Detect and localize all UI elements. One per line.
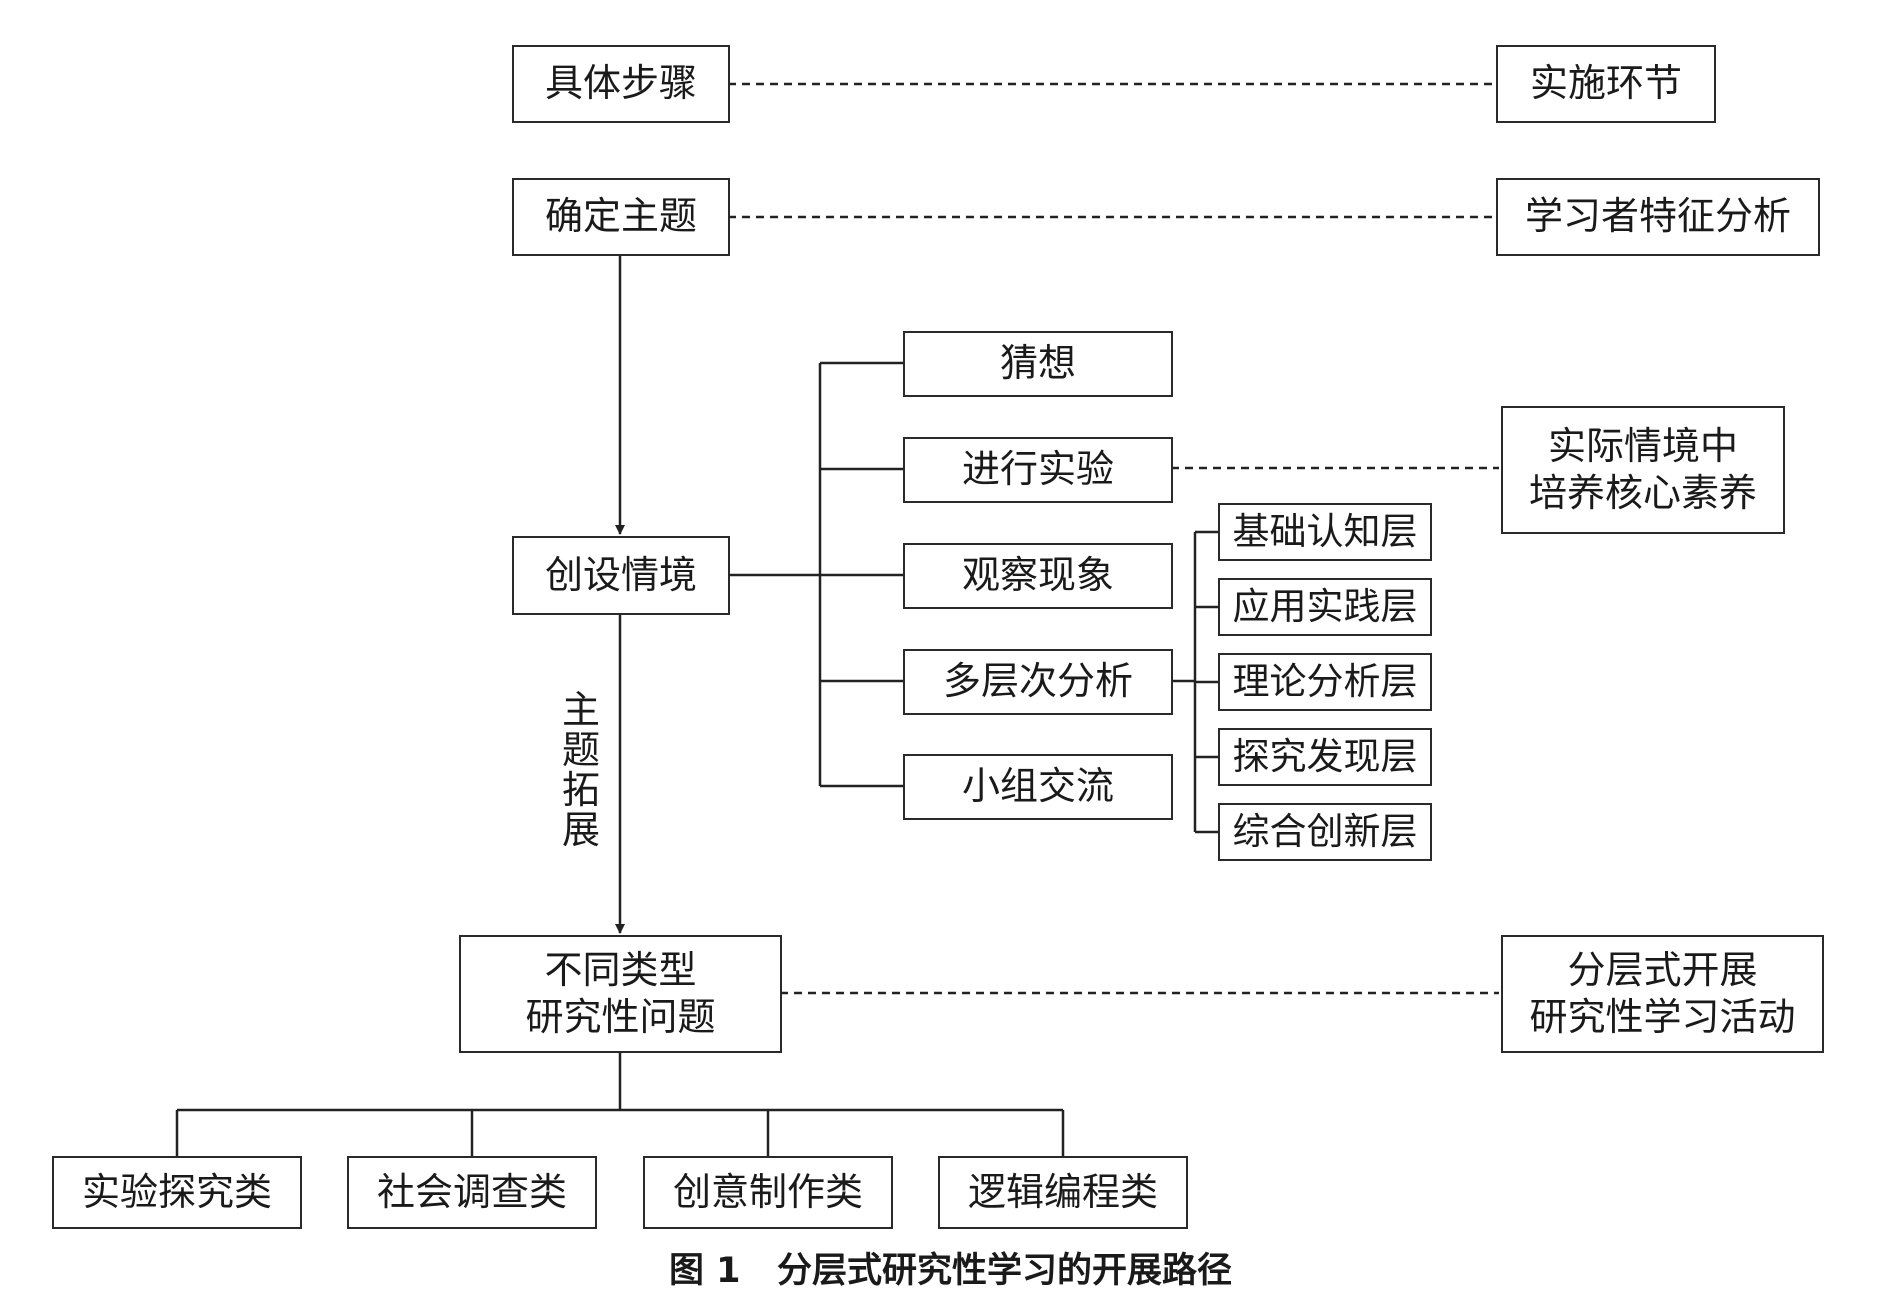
analysis-level-box: 理论分析层 bbox=[1218, 653, 1432, 711]
analysis-level-box: 探究发现层 bbox=[1218, 728, 1432, 786]
layered-activity-box: 分层式开展 研究性学习活动 bbox=[1501, 935, 1824, 1053]
create-situation-box: 创设情境 bbox=[512, 536, 730, 615]
steps-header-box: 具体步骤 bbox=[512, 45, 730, 123]
activity-label: 观察现象 bbox=[961, 553, 1114, 598]
problem-type-box: 社会调查类 bbox=[347, 1156, 597, 1229]
activity-label: 多层次分析 bbox=[942, 659, 1133, 704]
analysis-level-label: 应用实践层 bbox=[1232, 584, 1418, 628]
problem-type-label: 创意制作类 bbox=[672, 1169, 863, 1214]
activity-box: 观察现象 bbox=[903, 543, 1173, 609]
analysis-level-label: 综合创新层 bbox=[1232, 809, 1418, 853]
stages-header-box: 实施环节 bbox=[1496, 45, 1716, 123]
expansion-char-1: 主 bbox=[561, 688, 600, 732]
figure-number: 图 1 bbox=[668, 1251, 741, 1291]
problems-label-line2: 研究性问题 bbox=[525, 995, 716, 1039]
expansion-char-4: 展 bbox=[561, 808, 600, 852]
problem-type-box: 逻辑编程类 bbox=[938, 1156, 1188, 1229]
analysis-level-box: 综合创新层 bbox=[1218, 803, 1432, 861]
problem-type-label: 逻辑编程类 bbox=[967, 1169, 1158, 1214]
activity-label: 小组交流 bbox=[961, 764, 1114, 809]
layered-label-line1: 分层式开展 bbox=[1567, 947, 1758, 992]
stages-header-label: 实施环节 bbox=[1529, 61, 1682, 106]
figure-title: 分层式研究性学习的开展路径 bbox=[777, 1251, 1233, 1291]
caption-gap bbox=[740, 1251, 777, 1291]
analysis-level-box: 基础认知层 bbox=[1218, 503, 1432, 561]
define-topic-box: 确定主题 bbox=[512, 178, 730, 256]
define-topic-label: 确定主题 bbox=[544, 194, 697, 239]
figure-caption: 图 1 分层式研究性学习的开展路径 bbox=[0, 1242, 1901, 1293]
problem-type-box: 创意制作类 bbox=[643, 1156, 893, 1229]
context-label-line1: 实际情境中 bbox=[1547, 423, 1738, 468]
analysis-level-label: 探究发现层 bbox=[1232, 734, 1418, 778]
activity-box: 小组交流 bbox=[903, 754, 1173, 820]
steps-header-label: 具体步骤 bbox=[544, 61, 697, 106]
problems-box: 不同类型 研究性问题 bbox=[459, 935, 782, 1053]
create-situation-label: 创设情境 bbox=[544, 552, 697, 597]
context-competency-box: 实际情境中 培养核心素养 bbox=[1501, 406, 1785, 534]
learner-analysis-box: 学习者特征分析 bbox=[1496, 178, 1820, 256]
activity-box: 多层次分析 bbox=[903, 649, 1173, 715]
learner-analysis-label: 学习者特征分析 bbox=[1524, 194, 1791, 239]
analysis-level-box: 应用实践层 bbox=[1218, 578, 1432, 636]
expansion-char-3: 拓 bbox=[561, 768, 600, 812]
analysis-level-label: 基础认知层 bbox=[1232, 509, 1418, 553]
problem-type-label: 社会调查类 bbox=[376, 1169, 567, 1214]
layered-label-line2: 研究性学习活动 bbox=[1529, 995, 1796, 1039]
activity-label: 进行实验 bbox=[961, 447, 1114, 492]
topic-expansion-label: 主 题 拓 展 bbox=[559, 690, 603, 850]
problem-type-box: 实验探究类 bbox=[52, 1156, 302, 1229]
problems-label-line1: 不同类型 bbox=[544, 947, 697, 992]
context-label-line2: 培养核心素养 bbox=[1528, 471, 1757, 515]
activity-box: 进行实验 bbox=[903, 437, 1173, 503]
activity-label: 猜想 bbox=[999, 341, 1076, 386]
activity-box: 猜想 bbox=[903, 331, 1173, 397]
analysis-level-label: 理论分析层 bbox=[1232, 659, 1418, 703]
expansion-char-2: 题 bbox=[561, 728, 600, 772]
problem-type-label: 实验探究类 bbox=[81, 1169, 272, 1214]
